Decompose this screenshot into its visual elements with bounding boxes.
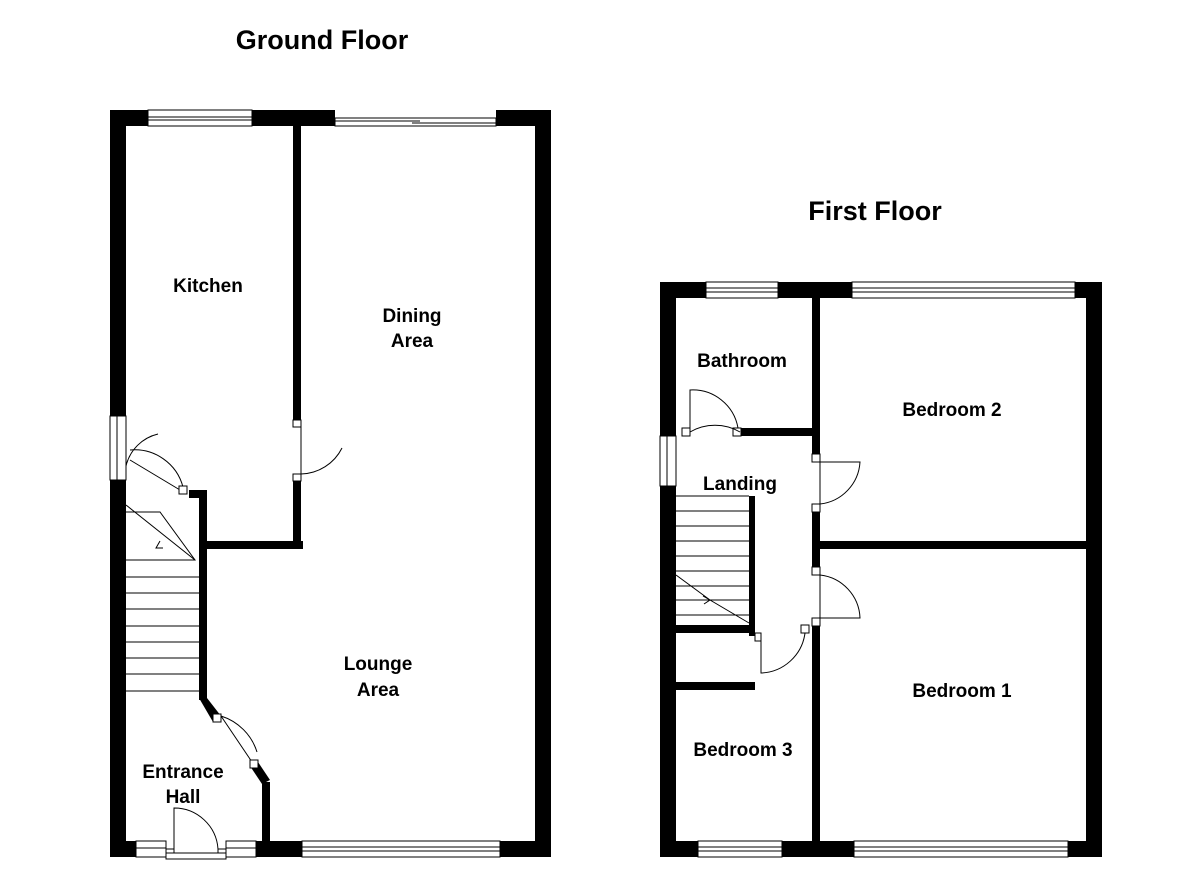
ground-floor-stairs — [125, 504, 199, 692]
bedroom-2-label: Bedroom 2 — [902, 400, 1001, 421]
ground-floor-windows — [109, 109, 501, 858]
entrance-hall-label-line2: Hall — [166, 787, 201, 808]
first-floor-plan: First Floor — [659, 196, 1102, 858]
first-floor-room-labels: Bathroom Bedroom 2 Landing Bedroom 1 Bed… — [693, 351, 1012, 761]
bedroom-1-label: Bedroom 1 — [912, 681, 1012, 702]
first-floor-stairs — [675, 495, 750, 624]
first-floor-windows — [659, 281, 1076, 858]
dining-area-label-line2: Area — [391, 331, 434, 352]
ground-floor-title: Ground Floor — [236, 25, 409, 55]
dining-area-label-line1: Dining — [382, 306, 441, 327]
ground-floor-walls — [110, 110, 551, 857]
ground-floor-plan: Ground Floor — [109, 25, 551, 860]
kitchen-label: Kitchen — [173, 276, 243, 297]
first-floor-doors — [681, 389, 861, 674]
lounge-area-label-line2: Area — [357, 680, 400, 701]
ground-floor-room-labels: Kitchen Dining Area Lounge Area Entrance… — [142, 276, 441, 808]
first-floor-walls — [660, 282, 1102, 857]
ground-floor-doors — [125, 419, 343, 860]
entrance-hall-label-line1: Entrance — [142, 762, 223, 783]
bedroom-3-label: Bedroom 3 — [693, 740, 792, 761]
first-floor-title: First Floor — [808, 196, 942, 226]
landing-label: Landing — [703, 474, 777, 495]
bathroom-label: Bathroom — [697, 351, 787, 372]
lounge-area-label-line1: Lounge — [344, 654, 413, 675]
